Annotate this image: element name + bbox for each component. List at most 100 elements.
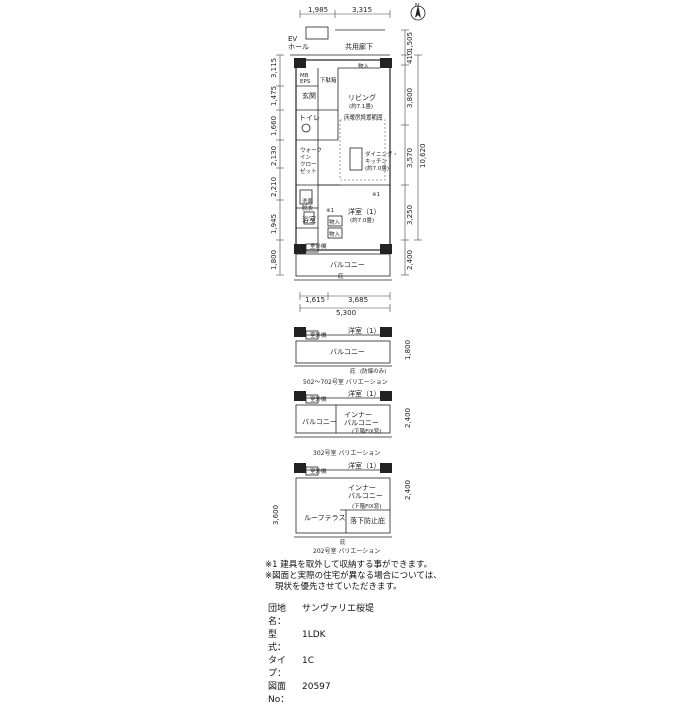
north-arrow-icon: N — [410, 3, 426, 21]
var2-note: (下階FIX窓) — [352, 427, 381, 435]
unit-outline — [295, 59, 391, 251]
left-dim-2: 1,475 — [270, 86, 278, 106]
var3-unit: 室外機 — [310, 467, 327, 475]
right-dim-2: 410 — [406, 51, 414, 64]
var2-caption: 302号室 バリエーション — [313, 449, 380, 457]
var2-dim: 2,400 — [404, 408, 412, 428]
storage-mid2-label: 物入 — [329, 230, 341, 238]
shoe-label: 下駄箱 — [320, 76, 337, 84]
right-dim-1: 1,505 — [406, 32, 414, 52]
wash-line1: 洗面 — [302, 197, 314, 205]
variation-3: 洋室（1） 室外機 インナー バルコニー (下階FIX窓) ルーフテラス 落下防… — [272, 461, 412, 555]
left-dim-3: 1,660 — [270, 116, 278, 136]
youshitsu-label: 洋室（1） — [348, 207, 380, 216]
var3-roof: ルーフテラス — [304, 514, 345, 522]
toilet-label: トイレ — [299, 114, 320, 122]
living-label: リビング — [348, 93, 376, 102]
bath-label: 浴室 — [302, 215, 316, 224]
note-1: ※1 建具を取外して収納する事ができます。 — [265, 560, 433, 570]
note-2: ※図面と実際の住宅が異なる場合については、 — [265, 571, 442, 581]
right-dim-4: 3,570 — [406, 148, 414, 168]
var3-note: (下階FIX窓) — [352, 502, 381, 510]
var2-balcony: バルコニー — [302, 418, 337, 426]
var1-balcony: バルコニー — [330, 348, 365, 356]
variation-2: 洋室（1） 室外機 バルコニー インナー バルコニー (下階FIX窓) 2,40… — [294, 389, 412, 457]
info-row-type: タイプ： 1C — [268, 655, 374, 681]
youshitsu-size: (約7.0畳) — [350, 216, 374, 224]
info-key-name: 団地名： — [268, 604, 287, 627]
outdoor-label: 室外機 — [310, 242, 327, 250]
var2-room: 洋室（1） — [348, 389, 380, 398]
right-dim-5: 3,250 — [406, 205, 414, 225]
info-key-drawing: 図面No： — [268, 682, 290, 705]
note-3: 現状を優先させていただきます。 — [275, 582, 402, 592]
mb-eps-line1: MB — [300, 73, 309, 79]
dining-size: (約7.0畳) — [365, 164, 389, 172]
info-value-drawing: 20597 — [302, 682, 331, 692]
var2-unit: 室外機 — [310, 395, 327, 403]
var1-dim: 1,800 — [404, 340, 412, 360]
living-size: (約7.1畳) — [349, 102, 373, 110]
info-block: 団地名： サンヴァリエ桜堤 型 式： 1LDK タイプ： 1C 図面No： 20… — [268, 603, 374, 707]
eaves-label: 庇 — [338, 272, 344, 280]
ev-hall-line2: ホール — [288, 43, 309, 51]
variation-1: 洋室（1） 室外機 バルコニー 庇 (防爆のみ) 1,800 502〜702号室… — [294, 326, 412, 386]
right-dim-6: 2,400 — [406, 250, 414, 270]
info-row-model: 型 式： 1LDK — [268, 629, 374, 655]
walkin-line1: ウォーク — [300, 146, 322, 154]
entry-label: 玄関 — [302, 91, 316, 100]
info-value-type: 1C — [302, 656, 315, 666]
dining-line2: キッチン — [365, 158, 388, 165]
floor-heat-label: 床暖房設置範囲 — [344, 113, 383, 121]
info-key-model: 型 式： — [268, 630, 287, 653]
info-row-drawing: 図面No： 20597 — [268, 681, 374, 707]
mb-eps-line2: EPS — [300, 79, 311, 85]
var1-caption: 502〜702号室 バリエーション — [303, 378, 388, 386]
info-key-type: タイプ： — [268, 656, 287, 679]
dining-line1: ダイニング・ — [365, 150, 398, 158]
var1-note: (防爆のみ) — [360, 367, 386, 375]
walkin-line2: イン — [300, 155, 312, 161]
ev-hall-line1: EV — [288, 35, 297, 43]
var1-eaves: 庇 — [350, 367, 356, 375]
bottom-dim-2: 3,685 — [348, 296, 368, 304]
right-dim-total: 10,620 — [419, 144, 427, 169]
bottom-total: 5,300 — [336, 309, 356, 317]
walkin-line4: ゼット — [300, 167, 317, 175]
info-value-model: 1LDK — [302, 630, 326, 640]
var3-fall: 落下防止庇 — [350, 516, 385, 525]
left-dim-7: 1,800 — [270, 250, 278, 270]
var3-inner-line1: インナー — [348, 484, 376, 492]
left-dim-4: 2,130 — [270, 146, 278, 166]
notes-block: ※1 建具を取外して収納する事ができます。 ※図面と実際の住宅が異なる場合につい… — [265, 560, 442, 593]
floor-plan-drawing: N 1,985 3,315 EV ホール 共用廊下 3,115 1,475 1,… — [270, 3, 427, 555]
left-dim-1: 3,115 — [270, 58, 278, 78]
var3-eaves: 庇 — [340, 538, 346, 546]
note1-top: ※1 — [372, 192, 380, 198]
balcony-label: バルコニー — [330, 261, 365, 269]
north-label: N — [415, 3, 419, 9]
var3-room: 洋室（1） — [348, 461, 380, 470]
left-dim-6: 1,945 — [270, 214, 278, 234]
var3-dim-right: 2,400 — [404, 480, 412, 500]
var1-room: 洋室（1） — [348, 326, 380, 335]
left-dim-5: 2,210 — [270, 177, 278, 197]
var1-unit: 室外機 — [310, 331, 327, 339]
info-row-name: 団地名： サンヴァリエ桜堤 — [268, 603, 374, 629]
storage-mid-label: 物入 — [329, 218, 341, 226]
bottom-dim-1: 1,615 — [305, 296, 325, 304]
var3-inner-line2: バルコニー — [348, 492, 383, 500]
walkin-line3: クロー — [300, 161, 317, 168]
var3-dim-left: 3,600 — [272, 505, 280, 525]
var2-inner-line2: バルコニー — [344, 419, 379, 427]
top-dim-1: 1,985 — [308, 6, 328, 14]
right-dim-3: 3,800 — [406, 88, 414, 108]
var2-inner-line1: インナー — [344, 411, 372, 419]
wash-line2: 脱衣 — [302, 204, 314, 212]
var3-caption: 202号室 バリエーション — [313, 547, 380, 555]
note1-mid: ※1 — [326, 208, 334, 214]
top-dim-2: 3,315 — [352, 6, 372, 14]
storage-top-label: 物入 — [358, 62, 370, 70]
corridor-label: 共用廊下 — [345, 42, 373, 51]
info-value-name: サンヴァリエ桜堤 — [302, 604, 375, 614]
